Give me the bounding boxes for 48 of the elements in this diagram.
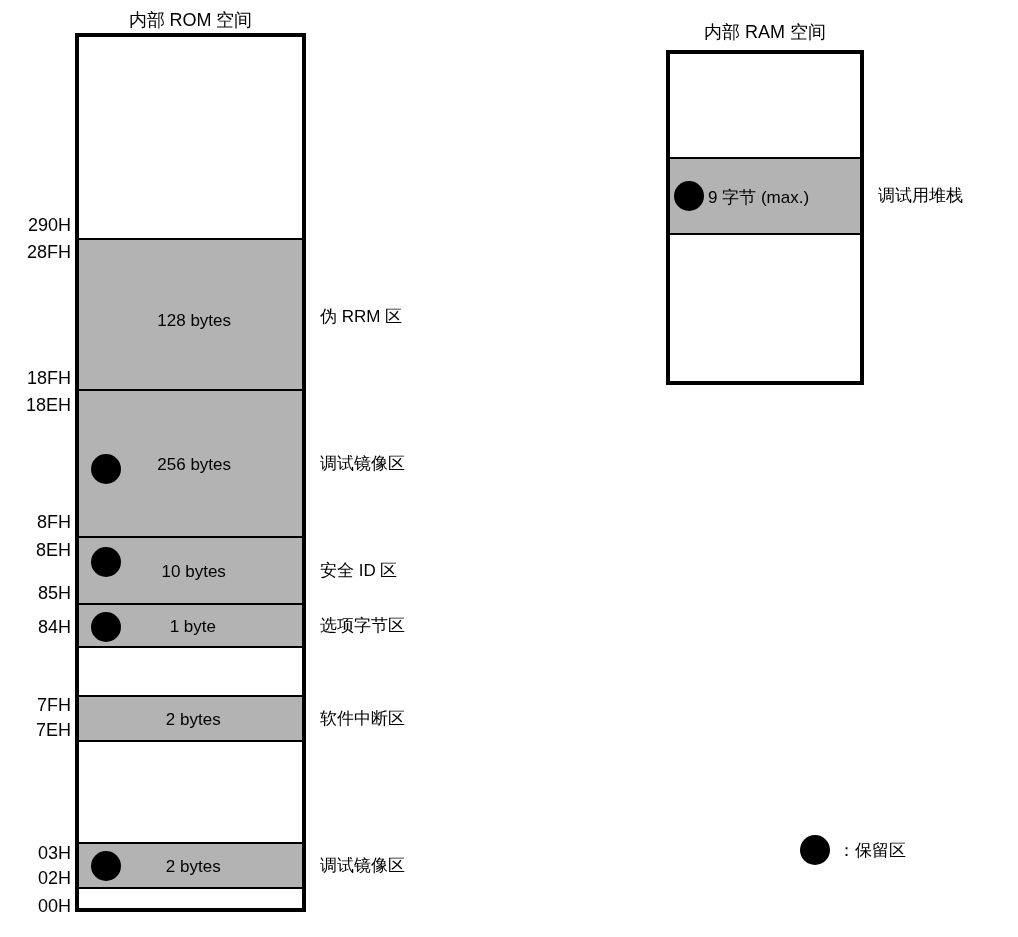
size-label: 1 byte (169, 616, 216, 637)
address-label: 85H (36, 582, 71, 604)
address-label: 8FH (36, 511, 71, 533)
memory-segment (75, 603, 306, 646)
memory-segment (666, 157, 864, 233)
memory-space-title: 内部 RAM 空间 (704, 21, 826, 44)
region-label: 调试用堆栈 (878, 184, 963, 207)
legend-label: ：保留区 (838, 839, 906, 862)
dot-icon (674, 181, 704, 211)
empty-segment (75, 33, 306, 238)
size-label: 9 字节 (max.) (708, 186, 810, 209)
address-label: 290H (26, 214, 71, 236)
address-label: 02H (36, 867, 71, 889)
region-label: 调试镜像区 (320, 452, 405, 474)
address-label: 18FH (26, 367, 71, 389)
dot-icon (91, 454, 121, 484)
memory-space-title: 内部 ROM 空间 (128, 9, 253, 32)
region-label: 伪 RRM 区 (320, 305, 403, 327)
memory-segment (75, 842, 306, 887)
size-label: 256 bytes (157, 454, 232, 475)
memory-segment (75, 695, 306, 740)
memory-segment (75, 389, 306, 536)
region-label: 选项字节区 (320, 614, 405, 636)
size-label: 2 bytes (165, 856, 221, 877)
address-label: 7FH (36, 694, 71, 716)
empty-segment (666, 233, 864, 385)
address-label: 18EH (24, 394, 71, 416)
address-label: 7EH (35, 719, 71, 741)
empty-segment (75, 646, 306, 695)
address-label: 84H (36, 616, 71, 638)
region-label: 安全 ID 区 (320, 559, 398, 581)
memory-segment (75, 536, 306, 603)
region-label: 调试镜像区 (320, 854, 405, 876)
size-label: 2 bytes (165, 709, 221, 730)
dot-icon (91, 547, 121, 577)
address-label: 00H (36, 895, 71, 917)
dot-icon (91, 851, 121, 881)
region-label: 软件中断区 (320, 707, 405, 729)
dot-icon (91, 612, 121, 642)
empty-segment (666, 50, 864, 157)
size-label: 10 bytes (161, 561, 226, 582)
empty-segment (75, 887, 306, 912)
memory-segment (75, 238, 306, 389)
address-label: 8EH (35, 539, 71, 561)
size-label: 128 bytes (157, 310, 232, 331)
address-label: 03H (36, 842, 71, 864)
empty-segment (75, 740, 306, 842)
address-label: 28FH (26, 241, 71, 263)
